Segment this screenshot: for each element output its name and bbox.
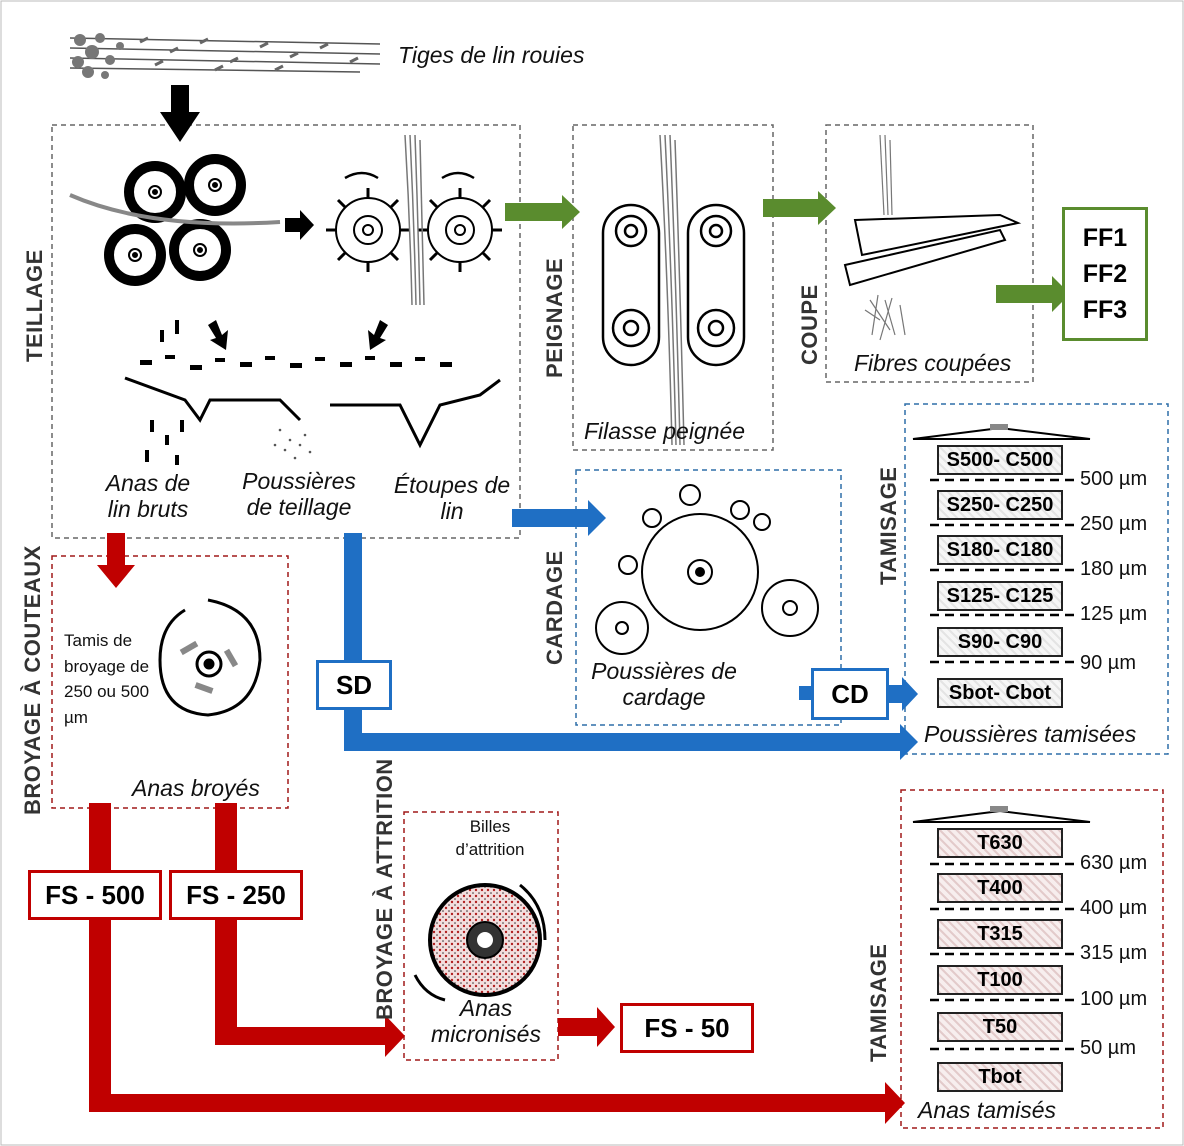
mesh-label: 125 µm bbox=[1080, 603, 1148, 625]
combed-fibers bbox=[659, 134, 685, 446]
step-coupe: COUPE bbox=[797, 284, 822, 365]
mesh-label: 250 µm bbox=[1080, 513, 1148, 535]
sieve-fraction-5: S90- C90 bbox=[937, 627, 1063, 657]
ff2-label: FF2 bbox=[1082, 259, 1128, 288]
label-tamis-broyage: Tamis de broyage de 250 ou 500 µm bbox=[64, 631, 150, 727]
sieve-lid-1 bbox=[912, 424, 1091, 440]
sieve-fraction-2: S250- C250 bbox=[937, 490, 1063, 520]
shives-debris bbox=[140, 320, 452, 465]
label-fibres-coupees: Fibres coupées bbox=[854, 350, 1012, 376]
step-cardage: CARDAGE bbox=[542, 550, 567, 665]
attrition-mill bbox=[413, 883, 547, 1002]
fiber-bundle-teillage bbox=[404, 134, 425, 306]
sieve-lid-2 bbox=[912, 806, 1091, 823]
arrow-stems-down bbox=[160, 85, 200, 142]
carding-machine bbox=[595, 484, 819, 655]
broyage-couteaux-box bbox=[51, 555, 289, 809]
label-filasse: Filasse peignée bbox=[584, 418, 746, 444]
mesh-label: 50 µm bbox=[1080, 1037, 1136, 1059]
mesh-label: 500 µm bbox=[1080, 468, 1148, 490]
label-poussieres-tamisees: Poussières tamisées bbox=[924, 721, 1137, 747]
ff-output-box: FF1 FF2 FF3 bbox=[1062, 207, 1148, 341]
mesh-label: 400 µm bbox=[1080, 897, 1148, 919]
cutting-blade bbox=[843, 213, 1022, 287]
sieve-fraction-t400: T400 bbox=[937, 873, 1063, 903]
mesh-label: 630 µm bbox=[1080, 852, 1148, 874]
beater-wheels bbox=[326, 188, 502, 272]
label-anas-tamises: Anas tamisés bbox=[918, 1097, 1057, 1123]
step-tamisage-2: TAMISAGE bbox=[866, 943, 891, 1062]
label-anas-broyes: Anas broyés bbox=[132, 775, 260, 801]
scutching-rollers bbox=[104, 154, 246, 286]
sieve-fraction-t315: T315 bbox=[937, 919, 1063, 949]
sieve-fraction-t100: T100 bbox=[937, 965, 1063, 995]
arrow-debris-2 bbox=[368, 320, 388, 350]
step-broyage-couteaux: BROYAGE À COUTEAUX bbox=[20, 545, 45, 815]
tamisage-2-box bbox=[900, 789, 1164, 1129]
step-peignage: PEIGNAGE bbox=[542, 257, 567, 378]
step-tamisage-1: TAMISAGE bbox=[876, 466, 901, 585]
fs250-output-box: FS - 250 bbox=[169, 870, 303, 920]
arrow-debris-1 bbox=[208, 320, 228, 350]
peignage-box bbox=[572, 124, 774, 451]
sieve-fraction-t50: T50 bbox=[937, 1012, 1063, 1042]
cardage-box bbox=[575, 469, 842, 726]
stem-feed bbox=[69, 193, 281, 226]
ff1-label: FF1 bbox=[1082, 223, 1128, 252]
label-poussieres-cardage: Poussières de cardage bbox=[591, 658, 737, 711]
sieve-fraction-tbot: Tbot bbox=[937, 1062, 1063, 1092]
mesh-label: 90 µm bbox=[1080, 652, 1136, 674]
fs50-output-box: FS - 50 bbox=[620, 1003, 754, 1053]
mesh-separators bbox=[930, 478, 1075, 1051]
cd-output-box: CD bbox=[811, 668, 889, 720]
cut-fibers bbox=[864, 134, 906, 341]
sieve-fraction-1: S500- C500 bbox=[937, 445, 1063, 475]
mesh-label: 180 µm bbox=[1080, 558, 1148, 580]
label-anas-bruts: Anas de lin bruts bbox=[105, 470, 191, 523]
fs500-output-box: FS - 500 bbox=[28, 870, 162, 920]
sieve-fraction-3: S180- C180 bbox=[937, 535, 1063, 565]
label-billes: Billes d’attrition bbox=[455, 817, 525, 859]
knife-blades bbox=[179, 640, 239, 694]
step-broyage-attrition: BROYAGE À ATTRITION bbox=[372, 758, 397, 1020]
rotation-arrows bbox=[344, 171, 475, 180]
sd-output-box: SD bbox=[316, 660, 392, 710]
mesh-label: 100 µm bbox=[1080, 988, 1148, 1010]
arrow-teillage-internal bbox=[285, 210, 314, 240]
ff3-label: FF3 bbox=[1082, 296, 1128, 325]
sieve-fraction-4: S125- C125 bbox=[937, 581, 1063, 611]
mesh-label: 315 µm bbox=[1080, 942, 1148, 964]
label-anas-micronises: Anas micronisés bbox=[431, 995, 541, 1048]
sieve-fraction-t630: T630 bbox=[937, 828, 1063, 858]
step-teillage: TEILLAGE bbox=[22, 249, 47, 362]
debris-tray bbox=[124, 376, 501, 449]
blue-arrows bbox=[344, 500, 918, 760]
flax-stems-illustration bbox=[69, 33, 381, 79]
label-poussieres-teillage: Poussières de teillage bbox=[242, 468, 356, 521]
red-arrows bbox=[89, 533, 905, 1124]
sieve-fraction-6: Sbot- Cbot bbox=[937, 678, 1063, 708]
dust-particles bbox=[273, 428, 312, 460]
label-etoupes: Étoupes de lin bbox=[393, 472, 511, 525]
teillage-box bbox=[51, 124, 521, 539]
green-arrows bbox=[505, 191, 1070, 312]
combing-machine bbox=[601, 203, 746, 367]
label-tiges: Tiges de lin rouies bbox=[398, 42, 585, 68]
knife-mill bbox=[158, 598, 262, 717]
broyage-attrition-box bbox=[403, 811, 559, 1061]
coupe-box bbox=[825, 124, 1034, 383]
